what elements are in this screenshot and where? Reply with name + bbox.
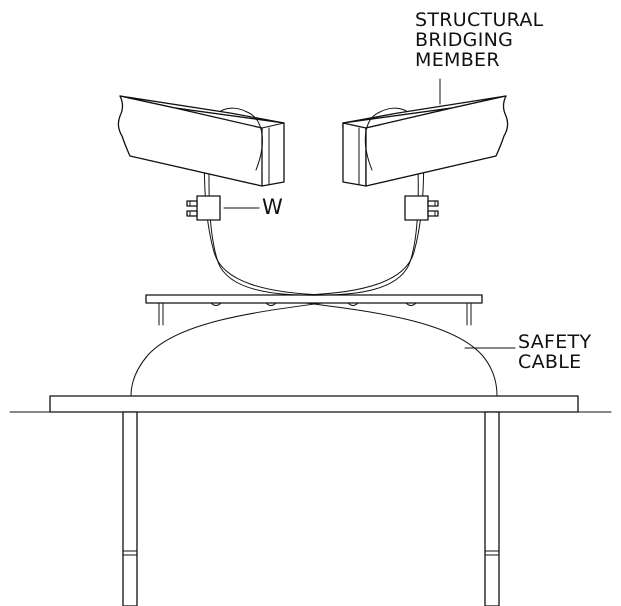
cable-loop-left <box>246 111 263 171</box>
table-leg-left <box>122 411 138 606</box>
fixture-plate <box>145 294 483 326</box>
label-line: STRUCTURAL <box>415 9 544 31</box>
table-top <box>49 395 579 413</box>
bridging-member-left <box>117 95 285 187</box>
label-line: CABLE <box>518 351 582 373</box>
label-line: BRIDGING <box>415 29 514 51</box>
label-line: SAFETY <box>518 331 592 353</box>
cable-loop-right <box>364 111 381 171</box>
wire-clip-right <box>404 195 439 221</box>
label-line: MEMBER <box>415 49 500 71</box>
bridging-member-right <box>342 95 509 187</box>
label-weld: W <box>262 195 284 219</box>
wire-clip-left <box>186 195 221 221</box>
table-leg-right <box>484 411 500 606</box>
label-structural-bridging-member: STRUCTURAL BRIDGING MEMBER <box>415 10 544 70</box>
label-safety-cable: SAFETY CABLE <box>518 332 591 372</box>
